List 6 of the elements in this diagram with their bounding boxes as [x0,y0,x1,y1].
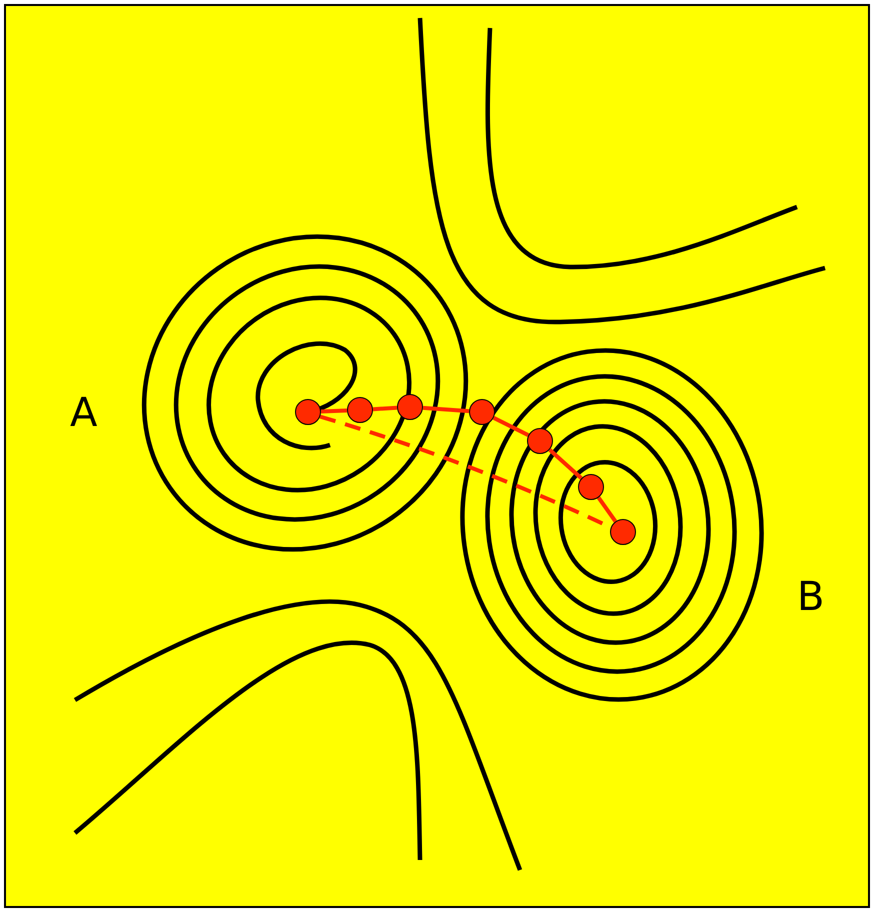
path-segment [596,496,618,523]
path-segment [320,408,348,414]
point-label: A [70,393,98,433]
path-segment [372,406,398,412]
path-segment [548,448,583,480]
point-label: B [797,577,824,617]
